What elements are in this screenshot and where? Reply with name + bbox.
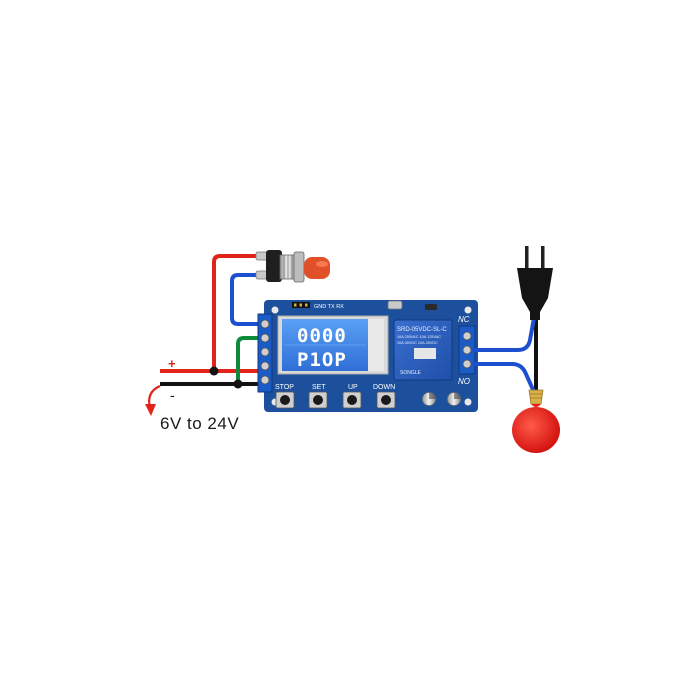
- no-label: NO: [458, 377, 470, 386]
- controller-board: GND TX RX 0000 P1OP SRD-05VDC-SL-C 10A 2…: [257, 300, 478, 412]
- relay-icon: [393, 319, 453, 381]
- relay-line-3: 10A 30VDC 10A 28VDC: [397, 341, 438, 345]
- stop-button[interactable]: [275, 391, 295, 409]
- relay-com-wire: [472, 317, 536, 352]
- down-button[interactable]: [376, 391, 396, 409]
- output-wires: [472, 317, 538, 393]
- minus-label: -: [170, 387, 175, 403]
- relay-line-2: 10A 250VAC 10A 125VAC: [397, 335, 441, 339]
- switch-blue-wire: [230, 273, 262, 326]
- junction-dot-red: [209, 366, 219, 376]
- lcd-display: [277, 315, 389, 375]
- lcd-line-2: P1OP: [297, 349, 347, 371]
- set-button[interactable]: [308, 391, 328, 409]
- capacitor-1: [422, 392, 436, 406]
- relay-terminal-block: [458, 325, 476, 375]
- serial-header: [292, 302, 310, 308]
- up-label: UP: [348, 384, 358, 391]
- relay-brand: SONGLE: [400, 370, 422, 376]
- set-label: SET: [312, 384, 326, 391]
- micro-usb-port-icon[interactable]: [387, 300, 403, 310]
- relay-no-wire: [472, 362, 536, 393]
- lcd-line-1: 0000: [297, 325, 347, 347]
- plus-label: +: [168, 356, 176, 371]
- capacitor-2: [447, 392, 461, 406]
- relay-line-1: SRD-05VDC-SL-C: [397, 327, 447, 333]
- smd-component: [425, 304, 437, 310]
- power-wires: [145, 254, 262, 416]
- push-button-switch-icon: [255, 250, 330, 283]
- supply-arrow-head-icon: [145, 404, 156, 416]
- switch-red-wire: [212, 254, 262, 371]
- up-button[interactable]: [342, 391, 362, 409]
- stop-label: STOP: [275, 384, 294, 391]
- nc-label: NC: [458, 315, 470, 324]
- ac-plug-icon: [517, 246, 553, 320]
- supply-voltage-label: 6V to 24V: [160, 414, 240, 433]
- green-wire: [236, 336, 262, 384]
- junction-dot-black: [233, 379, 243, 389]
- down-label: DOWN: [373, 384, 395, 391]
- light-bulb-icon: [512, 389, 560, 453]
- serial-header-label: GND TX RX: [314, 304, 344, 310]
- input-terminal-block: [257, 313, 273, 393]
